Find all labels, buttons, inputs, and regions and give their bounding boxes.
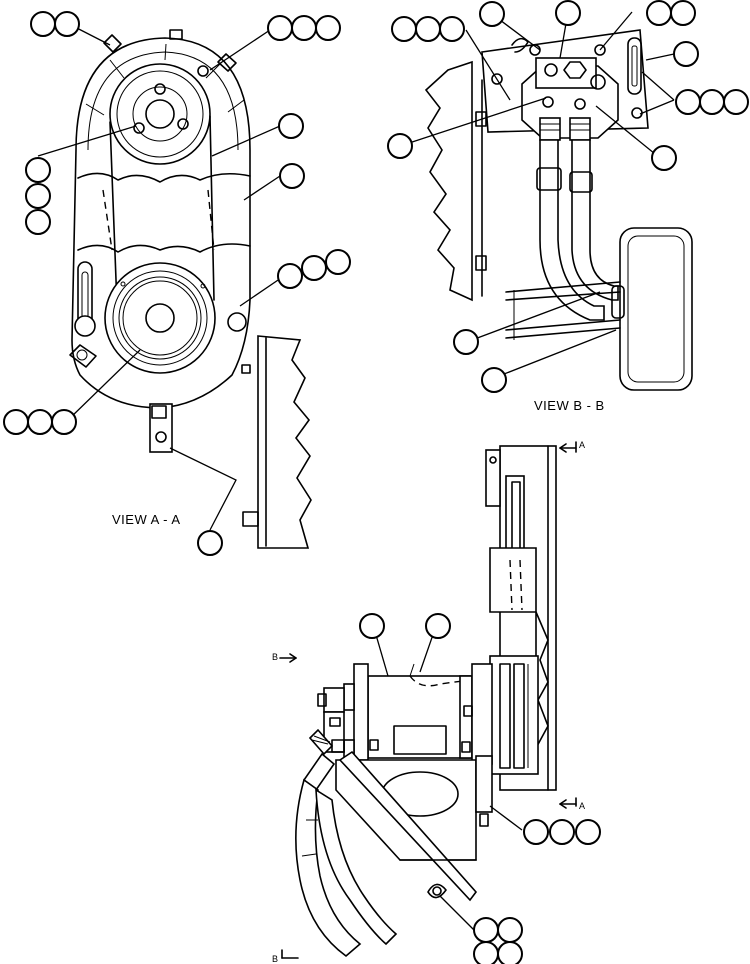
- callout-bubble: [425, 613, 451, 639]
- callout-bubble: [473, 941, 499, 964]
- callout-bubble: [453, 329, 479, 355]
- svg-text:B: B: [272, 954, 278, 964]
- callout-bubble: [359, 613, 385, 639]
- callout-bubble: [415, 16, 441, 42]
- callout-bubble: [699, 89, 725, 115]
- callout-bubble: [473, 917, 499, 943]
- leader-lines: [37, 11, 675, 931]
- break-line: [77, 172, 251, 183]
- frame-plate-b: [424, 60, 473, 302]
- callout-bubble: [555, 0, 581, 26]
- section-arrow-a-upper: A: [559, 440, 585, 453]
- drive-belt: [109, 115, 215, 307]
- callout-bubble: [291, 15, 317, 41]
- section-arrow-b-lower: B: [272, 949, 299, 964]
- callout-bubble: [278, 113, 304, 139]
- callout-bubble: [549, 819, 575, 845]
- callout-bubble: [575, 819, 601, 845]
- frame-plate-a: [257, 335, 312, 549]
- view-a-a: VIEW A - A: [69, 29, 312, 549]
- callout-bubble: [30, 11, 56, 37]
- lower-pulley: [104, 262, 216, 374]
- view-a-caption: VIEW A - A: [112, 512, 181, 527]
- callout-bubble: [481, 367, 507, 393]
- reservoir: [619, 227, 693, 391]
- callout-bubble: [3, 409, 29, 435]
- motor-housing: [367, 675, 471, 759]
- callout-bubble: [267, 15, 293, 41]
- upper-pulley: [109, 63, 211, 165]
- svg-text:B: B: [272, 652, 278, 662]
- callout-bubbles: [3, 0, 749, 964]
- callout-bubble: [301, 255, 327, 281]
- callout-bubble: [723, 89, 749, 115]
- svg-text:A: A: [579, 440, 585, 450]
- callout-bubble: [315, 15, 341, 41]
- section-arrow-b-upper: B: [272, 652, 297, 663]
- callout-bubble: [197, 530, 223, 556]
- callout-bubble: [25, 209, 51, 235]
- callout-bubble: [651, 145, 677, 171]
- side-view: A A B B: [272, 440, 585, 964]
- callout-bubble: [670, 0, 696, 26]
- view-b-caption: VIEW B - B: [534, 398, 605, 413]
- callout-bubble: [523, 819, 549, 845]
- callout-bubble: [25, 183, 51, 209]
- callout-bubble: [387, 133, 413, 159]
- callout-bubble: [277, 263, 303, 289]
- callout-bubble: [25, 157, 51, 183]
- callout-bubble: [497, 917, 523, 943]
- side-hoses: [295, 778, 362, 958]
- svg-text:A: A: [579, 801, 585, 811]
- callout-bubble: [54, 11, 80, 37]
- callout-bubble: [646, 0, 672, 26]
- callout-bubble: [51, 409, 77, 435]
- callout-bubble: [673, 41, 699, 67]
- callout-bubble: [675, 89, 701, 115]
- callout-bubble: [479, 1, 505, 27]
- callout-bubble: [325, 249, 351, 275]
- section-arrow-a-lower: A: [559, 797, 585, 811]
- callout-bubble: [279, 163, 305, 189]
- hydraulic-hoses: [539, 139, 605, 321]
- view-b-b: VIEW B - B: [424, 29, 693, 413]
- callout-bubble: [27, 409, 53, 435]
- callout-bubble: [391, 16, 417, 42]
- callout-bubble: [439, 16, 465, 42]
- belt-guard-outline: [71, 37, 251, 409]
- callout-bubble: [497, 941, 523, 964]
